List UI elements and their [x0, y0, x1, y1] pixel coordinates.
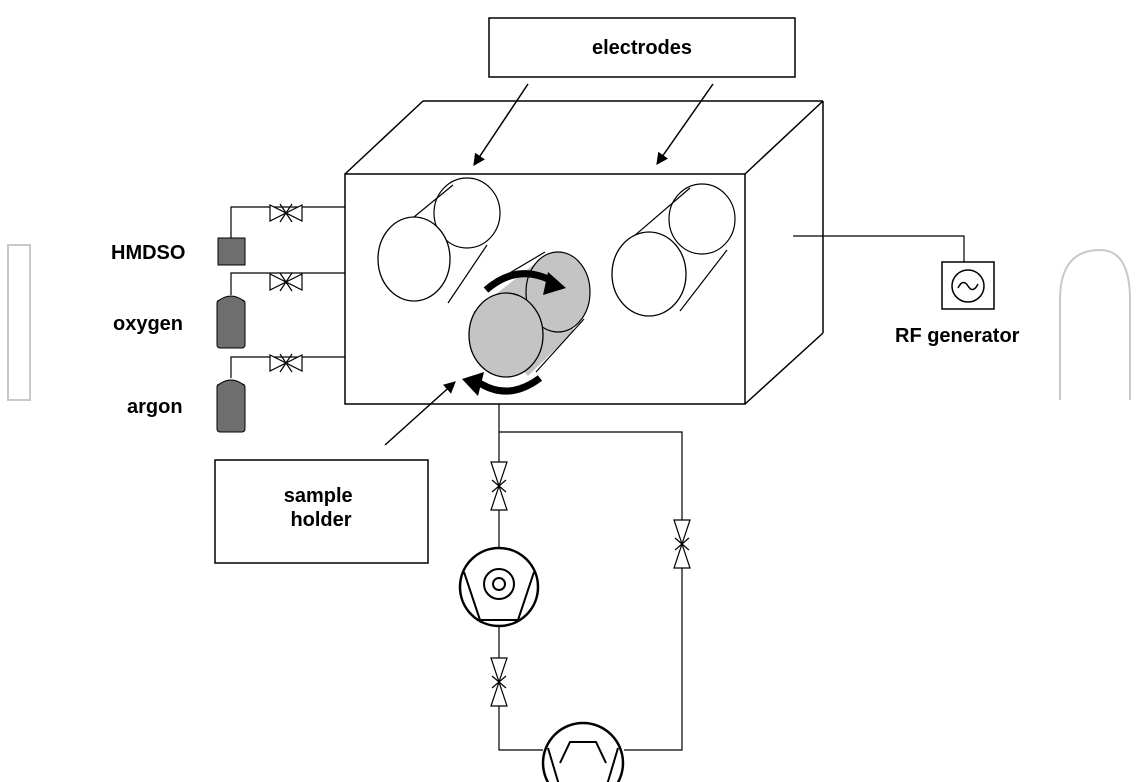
rotary-pump-symbol	[541, 721, 625, 782]
rotation-arrow-top	[483, 270, 566, 295]
oxygen-label: oxygen	[113, 313, 183, 335]
valve-bypass	[673, 519, 691, 569]
electrode-arrow-left	[473, 83, 529, 166]
electrode-arrow-right	[656, 83, 714, 165]
rf-generator-symbol	[941, 261, 995, 310]
turbo-pump-symbol	[458, 546, 540, 628]
sample-holder-label-box	[214, 459, 429, 564]
reactor-chamber	[344, 100, 824, 405]
chamber-front-face	[344, 173, 746, 405]
valve-pump-between	[490, 657, 508, 707]
hmdso-container	[217, 237, 246, 266]
electrodes-label: electrodes	[592, 37, 692, 59]
rf-connection-line	[793, 235, 965, 262]
sample-holder-arrow	[384, 381, 456, 446]
valve-argon	[269, 353, 303, 373]
valve-hmdso	[269, 203, 303, 223]
argon-label: argon	[127, 396, 183, 418]
argon-cylinder	[216, 379, 246, 433]
gas-lines	[230, 206, 345, 378]
oxygen-cylinder	[216, 295, 246, 349]
electrode-left	[377, 177, 501, 304]
valve-pump-inlet	[490, 461, 508, 511]
background-watermark	[7, 244, 1131, 401]
vacuum-lines	[498, 404, 683, 751]
electrode-right	[611, 183, 736, 317]
sample-holder-label-line1: sample	[284, 485, 353, 507]
valve-oxygen	[269, 272, 303, 292]
sample-holder-label: sample holder	[284, 485, 359, 531]
rotation-arrow-bottom	[462, 372, 543, 396]
hmdso-label: HMDSO	[111, 242, 185, 264]
electrodes-label-box	[488, 17, 796, 78]
rf-generator-label: RF generator	[895, 325, 1020, 347]
sample-holder-label-line2: holder	[290, 509, 351, 531]
